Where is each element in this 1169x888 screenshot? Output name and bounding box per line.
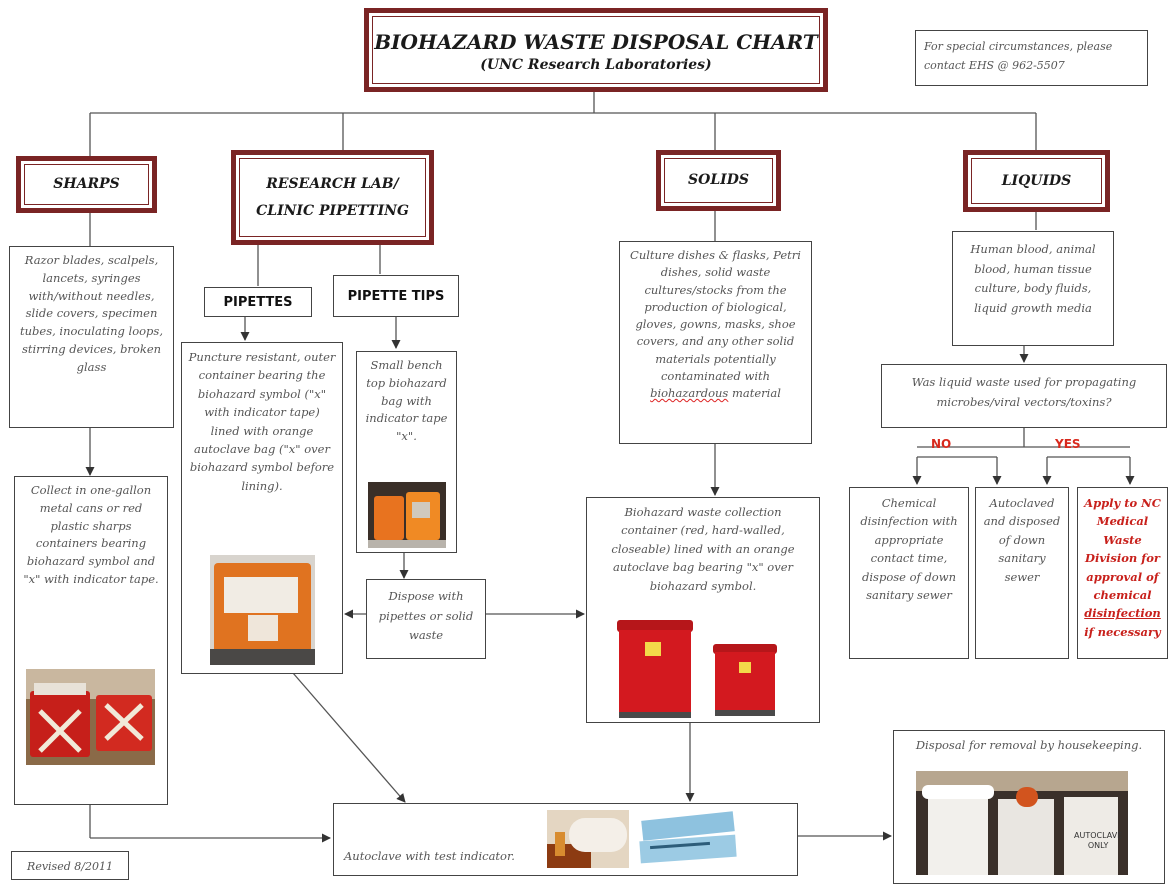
solids-label: SOLIDS	[688, 172, 749, 189]
liquids-description: Human blood, animal blood, human tissue …	[952, 231, 1114, 346]
apply-nc-text: Apply to NC Medical Waste Division for a…	[1084, 496, 1161, 602]
liquids-description-text: Human blood, animal blood, human tissue …	[970, 242, 1096, 315]
dispose-with-pipettes-box: Dispose with pipettes or solid waste	[366, 579, 486, 659]
research-label-line1: RESEARCH LAB/	[266, 175, 399, 192]
autoclave-box: Autoclave with test indicator.	[333, 803, 798, 876]
chemical-disinfection-box: Chemical disinfection with appropriate c…	[849, 487, 969, 659]
liquids-label: LIQUIDS	[1001, 172, 1072, 189]
dispose-with-pipettes-text: Dispose with pipettes or solid waste	[378, 589, 474, 643]
sharps-label: SHARPS	[53, 176, 120, 193]
chart-title-box: BIOHAZARD WASTE DISPOSAL CHART (UNC Rese…	[364, 8, 828, 92]
solids-container-text: Biohazard waste collection container (re…	[611, 505, 795, 593]
apply-nc-end: if necessary	[1084, 624, 1161, 639]
pipettes-container-photo	[210, 555, 315, 665]
pipettes-container-text: Puncture resistant, outer container bear…	[188, 350, 336, 493]
revised-box: Revised 8/2011	[11, 851, 129, 880]
solids-description-end: material	[731, 386, 781, 400]
disposal-bins-photo: AUTOCLAVE ONLY	[916, 771, 1128, 875]
pipette-tips-label: PIPETTE TIPS	[347, 288, 445, 304]
autoclave-only-label: AUTOCLAVE ONLY	[1074, 831, 1122, 850]
pipette-tips-bag-photo	[368, 482, 446, 548]
solids-description-text: Culture dishes & flasks, Petri dishes, s…	[630, 248, 801, 383]
pipettes-container-box: Puncture resistant, outer container bear…	[181, 342, 343, 674]
sharps-containers-photo	[26, 669, 155, 765]
pipette-tips-bag-box: Small bench top biohazard bag with indic…	[356, 351, 457, 553]
pipettes-label-box: PIPETTES	[204, 287, 312, 317]
photo-autoclave-label: AUTOCLAVE	[1074, 831, 1123, 840]
sharps-collect-text: Collect in one-gallon metal cans or red …	[23, 483, 159, 587]
solids-description: Culture dishes & flasks, Petri dishes, s…	[619, 241, 812, 444]
research-label-line2: CLINIC PIPETTING	[256, 202, 409, 219]
no-label: NO	[931, 437, 952, 451]
autoclave-text: Autoclave with test indicator.	[344, 849, 515, 863]
contact-note-line1: For special circumstances, please	[924, 40, 1113, 53]
revised-text: Revised 8/2011	[27, 860, 113, 873]
liquids-question-text: Was liquid waste used for propagating mi…	[911, 375, 1137, 409]
photo-only-label: ONLY	[1087, 840, 1109, 850]
contact-note-line2: contact EHS @ 962-5507	[924, 59, 1065, 73]
autoclaved-sewer-box: Autoclaved and disposed of down sanitary…	[975, 487, 1069, 659]
autoclaved-sewer-text: Autoclaved and disposed of down sanitary…	[983, 496, 1061, 584]
solids-description-word: biohazardous	[650, 386, 729, 400]
pipettes-label: PIPETTES	[223, 294, 293, 310]
autoclave-gloves-photo	[547, 810, 629, 868]
disposal-box: Disposal for removal by housekeeping. AU…	[893, 730, 1165, 884]
contact-note: For special circumstances, please contac…	[915, 30, 1148, 86]
test-indicator-photo	[636, 810, 740, 868]
sharps-description-text: Razor blades, scalpels, lancets, syringe…	[20, 253, 163, 374]
research-header: RESEARCH LAB/ CLINIC PIPETTING	[231, 150, 434, 245]
yes-label: YES	[1055, 437, 1081, 451]
sharps-header: SHARPS	[16, 156, 157, 213]
sharps-collect-box: Collect in one-gallon metal cans or red …	[14, 476, 168, 805]
pipette-tips-bag-text: Small bench top biohazard bag with indic…	[365, 358, 448, 444]
chemical-disinfection-text: Chemical disinfection with appropriate c…	[860, 496, 958, 602]
solids-container-box: Biohazard waste collection container (re…	[586, 497, 820, 723]
pipette-tips-label-box: PIPETTE TIPS	[333, 275, 459, 317]
solids-bins-photo	[605, 616, 801, 720]
solids-header: SOLIDS	[656, 150, 781, 211]
liquids-question-box: Was liquid waste used for propagating mi…	[881, 364, 1167, 428]
apply-nc-box: Apply to NC Medical Waste Division for a…	[1077, 487, 1168, 659]
liquids-header: LIQUIDS	[963, 150, 1110, 212]
chart-subtitle: (UNC Research Laboratories)	[480, 56, 712, 73]
disposal-text: Disposal for removal by housekeeping.	[915, 738, 1143, 752]
sharps-description: Razor blades, scalpels, lancets, syringe…	[9, 246, 174, 428]
apply-nc-underline: disinfection	[1084, 606, 1161, 621]
chart-title: BIOHAZARD WASTE DISPOSAL CHART	[374, 29, 818, 54]
